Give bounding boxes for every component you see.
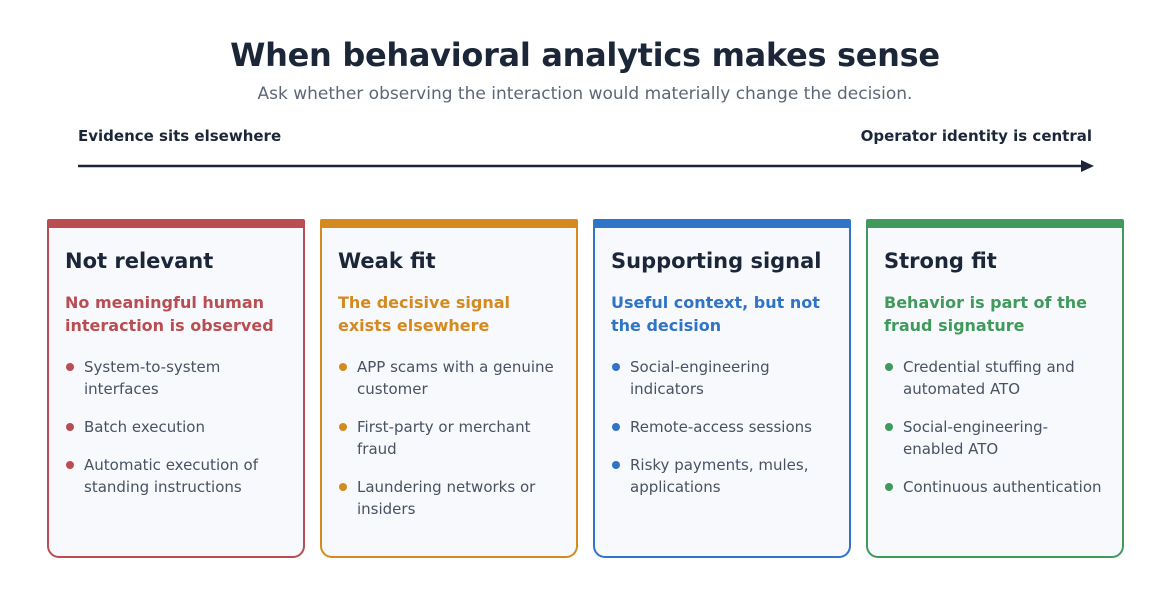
list-item: Remote-access sessions [611, 416, 833, 438]
card-item-list: System-to-system interfaces Batch execut… [65, 356, 287, 498]
card-title: Strong fit [884, 249, 997, 273]
list-item: Social-engineering indicators [611, 356, 833, 400]
list-item: Social-engineering-enabled ATO [884, 416, 1106, 460]
card-weak-fit: Weak fit The decisive signal exists else… [320, 219, 578, 558]
bullet-dot-icon [66, 363, 74, 371]
bullet-dot-icon [885, 483, 893, 491]
card-item-list: Credential stuffing and automated ATO So… [884, 356, 1106, 498]
spectrum-arrow [78, 160, 1094, 172]
list-item-text: Batch execution [84, 418, 205, 436]
card-title: Weak fit [338, 249, 436, 273]
bullet-dot-icon [339, 483, 347, 491]
spectrum-right-label: Operator identity is central [860, 127, 1092, 145]
list-item-text: Credential stuffing and automated ATO [903, 358, 1075, 398]
list-item-text: Social-engineering-enabled ATO [903, 418, 1049, 458]
list-item-text: Laundering networks or insiders [357, 478, 536, 518]
card-title: Supporting signal [611, 249, 822, 273]
card-tagline: The decisive signal exists elsewhere [338, 293, 510, 335]
bullet-dot-icon [885, 363, 893, 371]
card-strong-fit: Strong fit Behavior is part of the fraud… [866, 219, 1124, 558]
list-item: First-party or merchant fraud [338, 416, 560, 460]
list-item-text: Remote-access sessions [630, 418, 812, 436]
spectrum-arrow-head [1081, 160, 1094, 172]
list-item-text: Continuous authentication [903, 478, 1102, 496]
page-subtitle: Ask whether observing the interaction wo… [257, 84, 913, 104]
page-title: When behavioral analytics makes sense [230, 36, 940, 74]
bullet-dot-icon [339, 423, 347, 431]
list-item: APP scams with a genuine customer [338, 356, 560, 400]
list-item: Continuous authentication [884, 476, 1106, 498]
list-item-text: First-party or merchant fraud [357, 418, 531, 458]
list-item: Batch execution [65, 416, 287, 438]
card-item-list: Social-engineering indicators Remote-acc… [611, 356, 833, 498]
list-item: Risky payments, mules, applications [611, 454, 833, 498]
bullet-dot-icon [885, 423, 893, 431]
list-item: Credential stuffing and automated ATO [884, 356, 1106, 400]
card-tagline: No meaningful human interaction is obser… [65, 293, 274, 335]
list-item-text: APP scams with a genuine customer [357, 358, 554, 398]
card-supporting-signal: Supporting signal Useful context, but no… [593, 219, 851, 558]
bullet-dot-icon [66, 423, 74, 431]
bullet-dot-icon [339, 363, 347, 371]
list-item-text: Automatic execution of standing instruct… [84, 456, 259, 496]
card-tagline: Behavior is part of the fraud signature [884, 293, 1087, 335]
spectrum-left-label: Evidence sits elsewhere [78, 127, 282, 145]
bullet-dot-icon [612, 423, 620, 431]
list-item-text: System-to-system interfaces [84, 358, 221, 398]
card-title: Not relevant [65, 249, 214, 273]
bullet-dot-icon [66, 461, 74, 469]
card-not-relevant: Not relevant No meaningful human interac… [47, 219, 305, 558]
list-item-text: Risky payments, mules, applications [630, 456, 809, 496]
list-item: System-to-system interfaces [65, 356, 287, 400]
card-item-list: APP scams with a genuine customer First-… [338, 356, 560, 520]
list-item: Laundering networks or insiders [338, 476, 560, 520]
list-item-text: Social-engineering indicators [630, 358, 770, 398]
bullet-dot-icon [612, 461, 620, 469]
list-item: Automatic execution of standing instruct… [65, 454, 287, 498]
bullet-dot-icon [612, 363, 620, 371]
card-tagline: Useful context, but not the decision [611, 293, 820, 335]
